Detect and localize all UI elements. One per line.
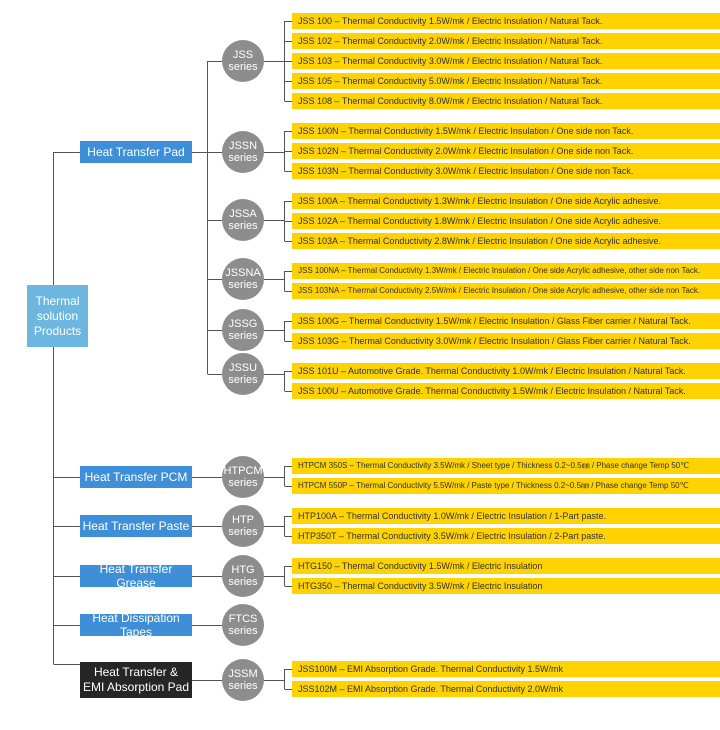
series-name: HTPCM <box>223 465 263 477</box>
series-jss: JSS series <box>222 40 264 82</box>
root-node: Thermal solution Products <box>27 285 88 347</box>
series-suffix: series <box>228 374 258 386</box>
root-line3: Products <box>33 323 82 338</box>
product-jss100u: JSS 100U – Automotive Grade. Thermal Con… <box>292 383 720 399</box>
product-htpcm550p: HTPCM 550P – Thermal Conductivity 5.5W/m… <box>292 478 720 494</box>
category-heat-transfer-paste: Heat Transfer Paste <box>80 515 192 537</box>
series-suffix: series <box>228 220 258 232</box>
category-heat-transfer-grease: Heat Transfer Grease <box>80 562 192 590</box>
series-suffix: series <box>228 279 258 291</box>
product-htp350t: HTP350T – Thermal Conductivity 3.5W/mk /… <box>292 528 720 544</box>
product-jss108: JSS 108 – Thermal Conductivity 8.0W/mk /… <box>292 93 720 109</box>
product-jss100g: JSS 100G – Thermal Conductivity 1.5W/mk … <box>292 313 720 329</box>
category-heat-dissipation-tapes: Heat Dissipation Tapes <box>80 611 192 639</box>
product-jss103na: JSS 103NA – Thermal Conductivity 2.5W/mk… <box>292 283 720 299</box>
product-jss103a: JSS 103A – Thermal Conductivity 2.8W/mk … <box>292 233 720 249</box>
series-name: FTCS <box>228 613 258 625</box>
series-htp: HTP series <box>222 505 264 547</box>
series-jssna: JSSNA series <box>222 258 264 300</box>
series-jssa: JSSA series <box>222 199 264 241</box>
series-name: JSSNA <box>225 267 261 279</box>
product-jss101u: JSS 101U – Automotive Grade. Thermal Con… <box>292 363 720 379</box>
product-jss103: JSS 103 – Thermal Conductivity 3.0W/mk /… <box>292 53 720 69</box>
product-htp100a: HTP100A – Thermal Conductivity 1.0W/mk /… <box>292 508 720 524</box>
product-jss100m: JSS100M – EMI Absorption Grade. Thermal … <box>292 661 720 677</box>
product-jss102n: JSS 102N – Thermal Conductivity 2.0W/mk … <box>292 143 720 159</box>
root-line1: Thermal <box>35 293 80 308</box>
product-jss102a: JSS 102A – Thermal Conductivity 1.8W/mk … <box>292 213 720 229</box>
series-name: JSSM <box>228 668 258 680</box>
product-jss100a: JSS 100A – Thermal Conductivity 1.3W/mk … <box>292 193 720 209</box>
product-jss103g: JSS 103G – Thermal Conductivity 3.0W/mk … <box>292 333 720 349</box>
product-htpcm350s: HTPCM 350S – Thermal Conductivity 3.5W/m… <box>292 458 720 474</box>
series-suffix: series <box>228 526 258 538</box>
series-suffix: series <box>228 61 258 73</box>
series-name: JSSU <box>228 362 258 374</box>
series-name: HTP <box>232 514 254 526</box>
product-jss100n: JSS 100N – Thermal Conductivity 1.5W/mk … <box>292 123 720 139</box>
product-jss100na: JSS 100NA – Thermal Conductivity 1.3W/mk… <box>292 263 720 279</box>
series-name: JSS <box>232 49 254 61</box>
series-suffix: series <box>228 330 258 342</box>
series-jssm: JSSM series <box>222 659 264 701</box>
category-emi-line1: Heat Transfer & <box>93 665 179 679</box>
series-suffix: series <box>228 477 258 489</box>
series-name: JSSN <box>228 140 258 152</box>
series-htpcm: HTPCM series <box>222 456 264 498</box>
series-suffix: series <box>228 152 258 164</box>
series-ftcs: FTCS series <box>222 604 264 646</box>
product-jss105: JSS 105 – Thermal Conductivity 5.0W/mk /… <box>292 73 720 89</box>
product-jss103n: JSS 103N – Thermal Conductivity 3.0W/mk … <box>292 163 720 179</box>
series-htg: HTG series <box>222 555 264 597</box>
series-jssn: JSSN series <box>222 131 264 173</box>
series-name: JSSA <box>229 208 257 220</box>
product-jss100: JSS 100 – Thermal Conductivity 1.5W/mk /… <box>292 13 720 29</box>
series-suffix: series <box>228 625 258 637</box>
series-suffix: series <box>228 680 258 692</box>
category-emi-line2: EMI Absorption Pad <box>82 680 190 694</box>
product-jss102m: JSS102M – EMI Absorption Grade. Thermal … <box>292 681 720 697</box>
series-name: HTG <box>231 564 255 576</box>
series-suffix: series <box>228 576 258 588</box>
product-htg350: HTG350 – Thermal Conductivity 3.5W/mk / … <box>292 578 720 594</box>
category-heat-transfer-pad: Heat Transfer Pad <box>80 141 192 163</box>
root-line2: solution <box>36 308 79 323</box>
series-name: JSSG <box>228 318 258 330</box>
product-htg150: HTG150 – Thermal Conductivity 1.5W/mk / … <box>292 558 720 574</box>
category-heat-transfer-emi: Heat Transfer & EMI Absorption Pad <box>80 662 192 698</box>
product-jss102: JSS 102 – Thermal Conductivity 2.0W/mk /… <box>292 33 720 49</box>
series-jssu: JSSU series <box>222 353 264 395</box>
category-heat-transfer-pcm: Heat Transfer PCM <box>80 466 192 488</box>
series-jssg: JSSG series <box>222 309 264 351</box>
